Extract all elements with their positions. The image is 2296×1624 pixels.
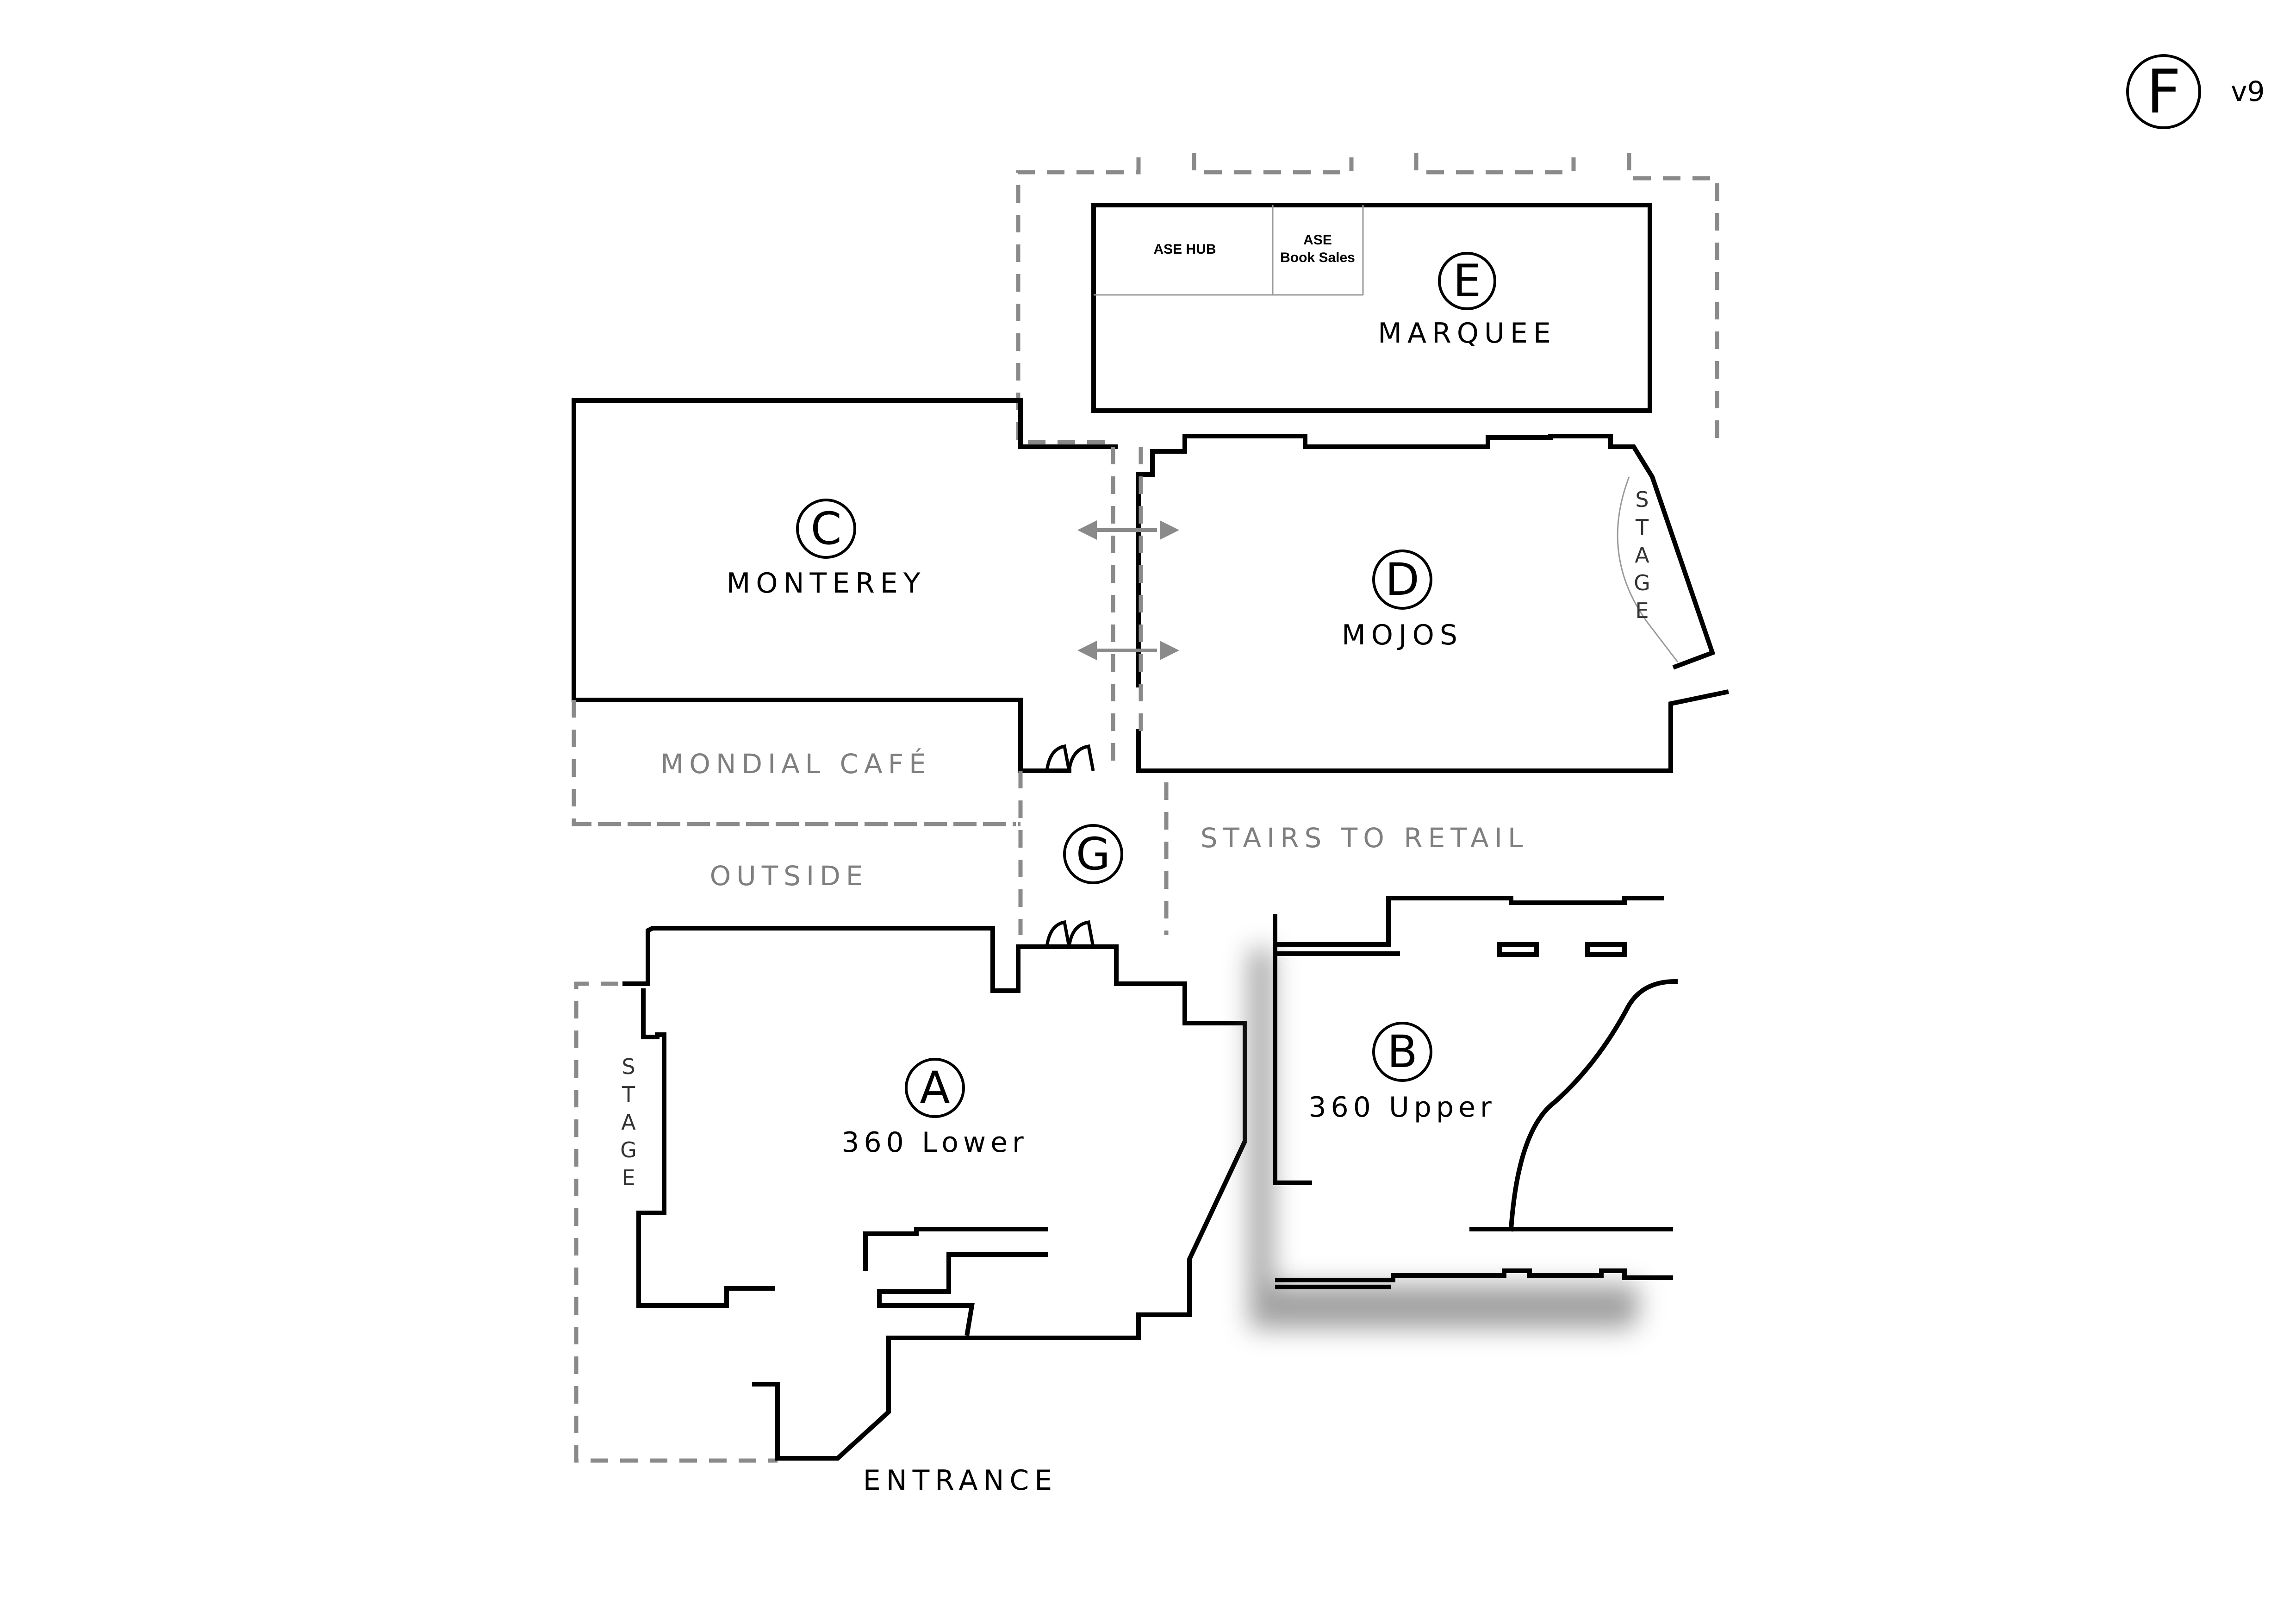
stairs-to-retail-label[interactable]: STAIRS TO RETAIL xyxy=(1201,822,1529,854)
room-a-wall-main xyxy=(622,926,1247,1461)
version-label: v9 xyxy=(2231,75,2265,108)
svg-text:A: A xyxy=(1635,543,1649,568)
room-b-wall-top xyxy=(1275,896,1664,947)
room-b-fixture-1 xyxy=(1497,942,1539,957)
mojos-wall-top xyxy=(1136,434,1716,687)
room-a-badge xyxy=(905,1058,965,1118)
room-c-letter: C xyxy=(810,503,841,555)
room-b-wall-left xyxy=(1273,914,1312,1185)
room-b-fixture-2 xyxy=(1585,942,1627,957)
marquee-outline-left xyxy=(1016,157,1141,444)
floor-letter: F xyxy=(2147,56,2181,127)
room-b-name: 360 Upper xyxy=(1308,1091,1496,1124)
marquee-outline-top-2 xyxy=(1414,153,1576,175)
monterey-wall xyxy=(572,398,1118,773)
door-south-leaf-2 xyxy=(1067,920,1095,947)
door-south[interactable] xyxy=(1045,920,1095,947)
room-b-curved-wall xyxy=(1508,979,1678,1232)
room-g-badge xyxy=(1063,824,1123,884)
marquee-outline-top-1 xyxy=(1192,153,1354,175)
area-g[interactable]: G xyxy=(574,771,1169,935)
floor-badge-circle xyxy=(2126,54,2201,129)
room-b-wall-bottom xyxy=(1275,1268,1673,1282)
room-a-stage-label: S T A G E xyxy=(620,1054,637,1190)
room-b-360-upper[interactable]: B 360 Upper xyxy=(1250,896,1678,1329)
room-a-letter: A xyxy=(920,1062,950,1114)
room-e-letter: E xyxy=(1453,255,1481,307)
svg-text:S: S xyxy=(1635,487,1649,512)
room-g-letter: G xyxy=(1076,828,1110,880)
room-d-mojos[interactable]: S T A G E D MOJOS xyxy=(1136,434,1729,773)
door-north-leaf-2 xyxy=(1067,744,1095,771)
room-e-marquee[interactable]: ASE HUB ASE Book Sales E MARQUEE xyxy=(1016,153,1719,447)
svg-text:S: S xyxy=(622,1054,635,1079)
entrance-label[interactable]: ENTRANCE xyxy=(863,1464,1058,1497)
booth-ase-book-sales-line1[interactable]: ASE xyxy=(1303,232,1332,248)
booth-ase-hub[interactable]: ASE HUB xyxy=(1153,242,1216,257)
svg-text:E: E xyxy=(1635,598,1649,623)
mojos-stage-label: S T A G E xyxy=(1634,487,1650,623)
connection-arrow-lower xyxy=(1077,641,1179,660)
room-e-badge xyxy=(1438,252,1496,310)
mojos-stage-outline xyxy=(1617,476,1679,662)
room-a-inner-2 xyxy=(877,1252,1048,1336)
mondial-cafe-label: MONDIAL CAFÉ xyxy=(660,748,931,780)
room-c-badge xyxy=(796,499,856,559)
svg-text:T: T xyxy=(1635,515,1649,540)
svg-text:G: G xyxy=(620,1137,637,1162)
area-mondial-cafe[interactable]: MONDIAL CAFÉ xyxy=(572,700,1016,826)
outside-label: OUTSIDE xyxy=(710,860,869,892)
room-b-letter: B xyxy=(1387,1026,1418,1078)
door-north[interactable] xyxy=(1045,744,1095,771)
svg-text:E: E xyxy=(622,1165,635,1190)
svg-text:T: T xyxy=(622,1082,635,1107)
room-a-wall-stage xyxy=(636,988,775,1308)
connection-arrow-upper xyxy=(1077,520,1179,540)
svg-text:G: G xyxy=(1634,570,1650,595)
svg-text:A: A xyxy=(621,1110,636,1135)
door-north-leaf-1 xyxy=(1045,744,1071,771)
marquee-wall xyxy=(1091,203,1652,413)
room-a-inner-1 xyxy=(863,1227,1048,1271)
room-d-letter: D xyxy=(1385,554,1419,606)
room-e-name: MARQUEE xyxy=(1378,317,1556,350)
room-d-name: MOJOS xyxy=(1342,619,1463,651)
floor-badge: F xyxy=(2126,54,2201,129)
room-a-360-lower[interactable]: A 360 Lower S T A G E xyxy=(574,926,1247,1463)
room-d-badge xyxy=(1372,550,1432,610)
marquee-outline-right xyxy=(1627,153,1719,447)
door-south-leaf-1 xyxy=(1045,920,1071,947)
room-a-name: 360 Lower xyxy=(841,1126,1028,1159)
room-c-monterey[interactable]: C MONTEREY xyxy=(572,398,1118,773)
room-b-shadow xyxy=(1250,949,1638,1329)
room-c-name: MONTEREY xyxy=(727,567,926,600)
room-a-outline xyxy=(574,981,778,1463)
room-b-badge xyxy=(1372,1022,1432,1082)
mojos-wall-bottom xyxy=(1136,689,1729,773)
booth-ase-book-sales-line2[interactable]: Book Sales xyxy=(1280,250,1355,265)
